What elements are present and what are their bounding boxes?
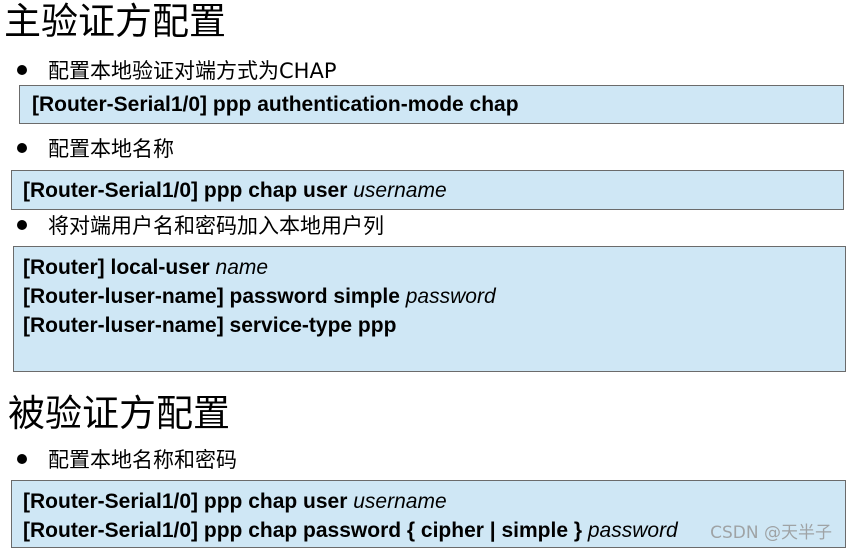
command-prefix: [Router-luser-name] password simple (23, 285, 406, 308)
section-title-authenticatee: 被验证方配置 (8, 392, 230, 435)
command-prefix: [Router-Serial1/0] ppp chap user (23, 179, 354, 202)
command-arg: name (215, 256, 269, 279)
command-box-auth-mode: [Router-Serial1/0] ppp authentication-mo… (19, 85, 844, 124)
command-line: [Router] local-user name (23, 253, 845, 282)
command-line: [Router-Serial1/0] ppp chap user usernam… (23, 487, 845, 516)
bullet-local-user-list: 将对端用户名和密码加入本地用户列 (14, 212, 384, 238)
bullet-text: 将对端用户名和密码加入本地用户列 (48, 214, 384, 238)
bullet-local-name: 配置本地名称 (14, 135, 174, 161)
command-arg: password (405, 285, 496, 308)
section-title-authenticator: 主验证方配置 (4, 0, 226, 43)
command-arg: password (587, 519, 678, 542)
bullet-text: 配置本地名称 (48, 137, 174, 161)
command-prefix: [Router-luser-name] service-type ppp (23, 314, 397, 337)
bullet-dot (17, 65, 27, 75)
command-box-chap-user: [Router-Serial1/0] ppp chap user usernam… (11, 170, 844, 210)
command-arg: username (353, 490, 447, 513)
bullet-local-name-password: 配置本地名称和密码 (14, 446, 237, 472)
command-line: [Router-Serial1/0] ppp authentication-mo… (32, 93, 519, 116)
bullet-text: 配置本地验证对端方式为CHAP (48, 59, 337, 83)
command-line: [Router-luser-name] password simple pass… (23, 282, 845, 311)
command-line: [Router-Serial1/0] ppp chap user usernam… (23, 176, 843, 205)
bullet-chap-mode: 配置本地验证对端方式为CHAP (14, 57, 336, 83)
command-box-local-user: [Router] local-user name [Router-luser-n… (13, 246, 846, 372)
command-prefix: [Router-Serial1/0] ppp chap password { c… (23, 519, 588, 542)
watermark: CSDN @天半子 (710, 523, 832, 543)
command-prefix: [Router] local-user (23, 256, 216, 279)
bullet-dot (17, 220, 27, 230)
bullet-text: 配置本地名称和密码 (48, 448, 237, 472)
command-arg: username (353, 179, 447, 202)
command-line: [Router-luser-name] service-type ppp (23, 311, 845, 340)
bullet-dot (17, 143, 27, 153)
command-prefix: [Router-Serial1/0] ppp chap user (23, 490, 354, 513)
command-line: [Router-Serial1/0] ppp chap password { c… (23, 516, 845, 545)
command-box-chap-credentials: [Router-Serial1/0] ppp chap user usernam… (11, 480, 846, 548)
bullet-dot (17, 454, 27, 464)
